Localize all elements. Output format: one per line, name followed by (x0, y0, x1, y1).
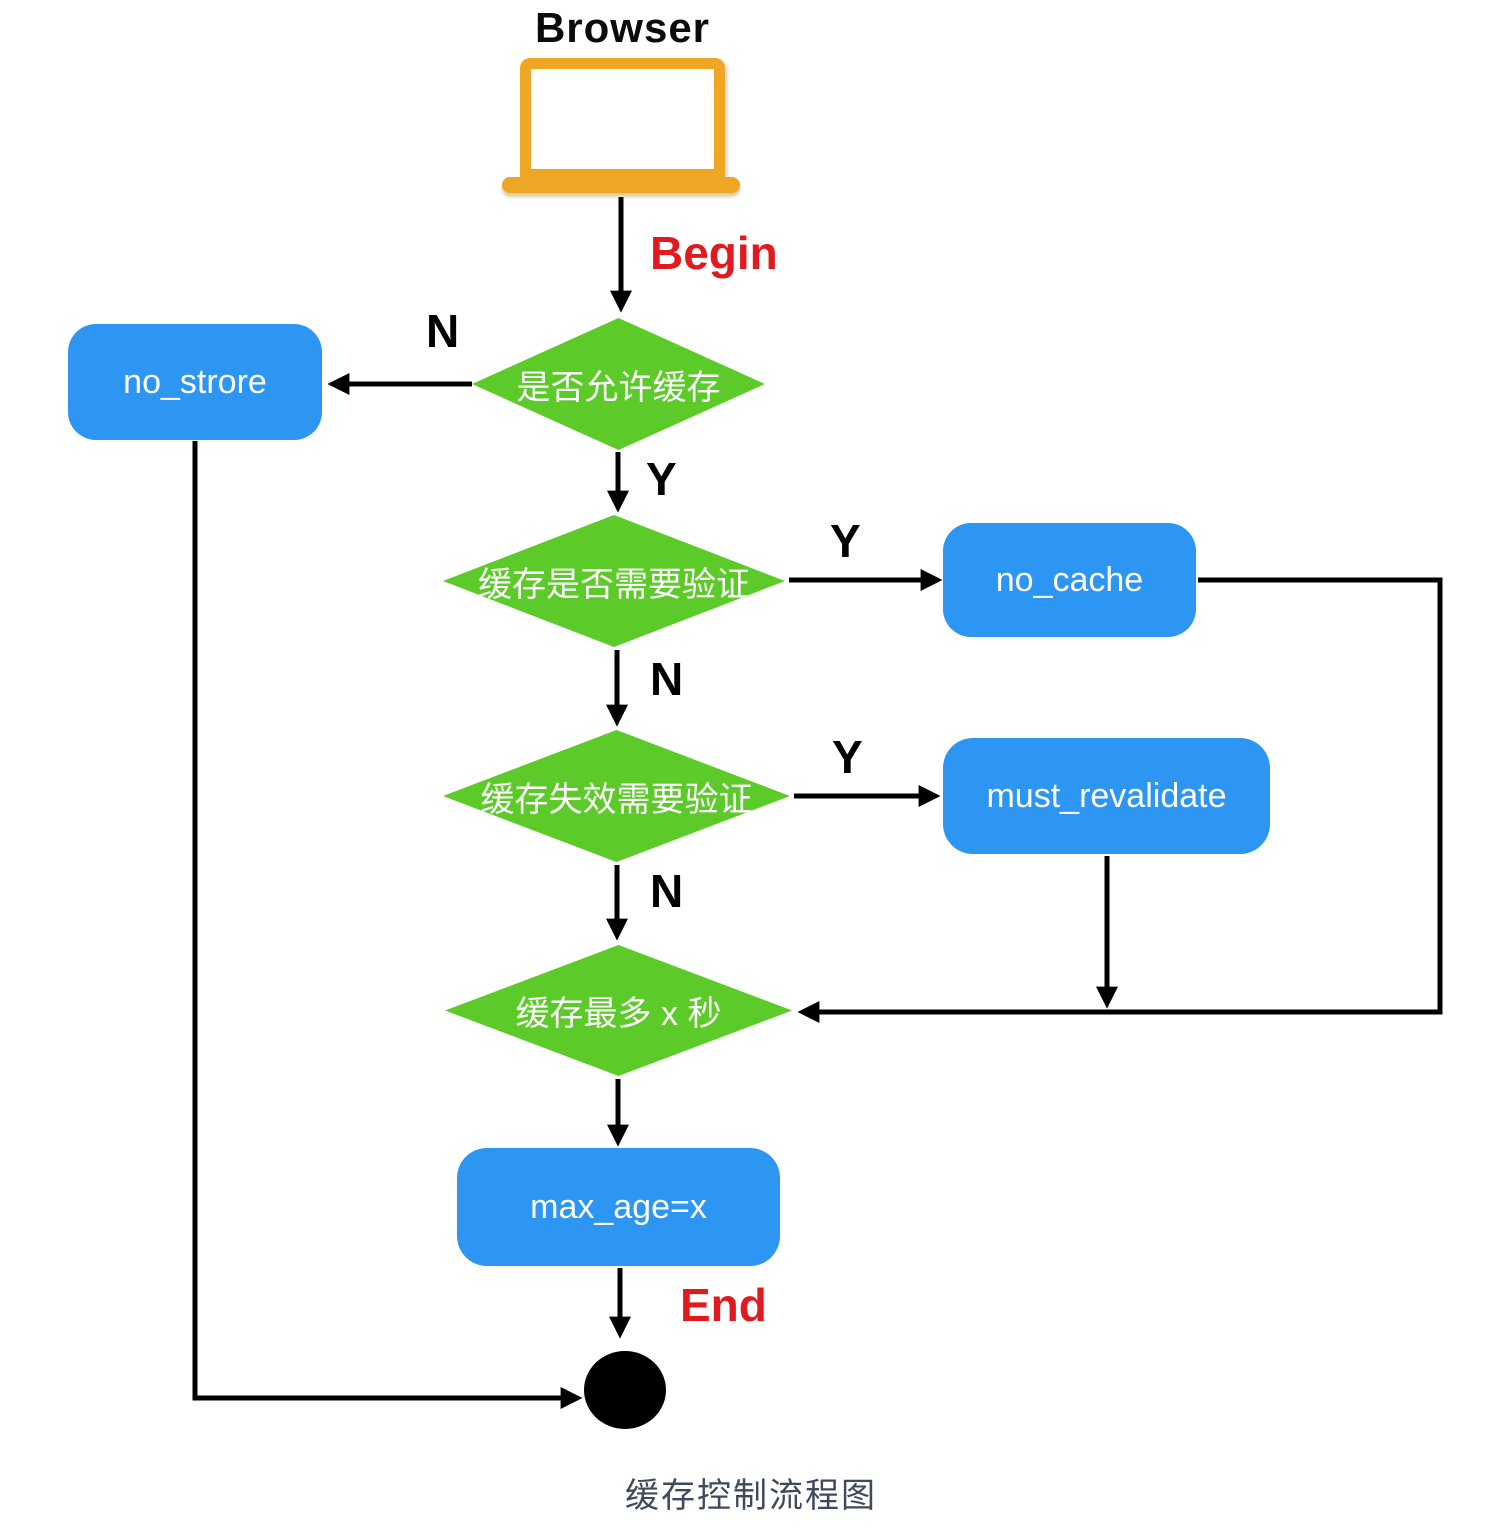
node-max-age-label: max_age=x (530, 1187, 707, 1226)
node-must-revalidate: must_revalidate (943, 738, 1270, 854)
branch-label-no-2: N (650, 653, 684, 705)
decision-allow-cache-label: 是否允许缓存 (516, 368, 721, 407)
node-no-cache: no_cache (943, 523, 1196, 637)
node-no-cache-label: no_cache (995, 560, 1144, 599)
decision-need-validation-label: 缓存是否需要验证 (478, 565, 750, 604)
laptop-icon (502, 52, 740, 194)
flowchart-caption: 缓存控制流程图 (625, 1477, 877, 1515)
begin-label: Begin (650, 227, 778, 279)
branch-label-yes-2: Y (830, 515, 861, 567)
edge-no-store-to-end (192, 441, 583, 1410)
node-no-store-label: no_strore (123, 362, 267, 401)
end-label: End (680, 1279, 767, 1331)
branch-label-no-3: N (650, 865, 684, 917)
node-max-age: max_age=x (457, 1148, 780, 1266)
branch-label-no-1: N (426, 305, 460, 357)
branch-label-yes-1: Y (646, 453, 677, 505)
node-no-store: no_strore (68, 324, 322, 440)
laptop-base (502, 177, 740, 193)
browser-title: Browser (534, 4, 711, 51)
branch-label-yes-3: Y (832, 731, 863, 783)
end-terminator-icon (584, 1351, 666, 1429)
decision-expired-validation-label: 缓存失效需要验证 (480, 780, 753, 819)
edge-no-cache-to-decision4 (797, 577, 1443, 1024)
node-must-revalidate-label: must_revalidate (986, 776, 1227, 815)
decision-max-seconds-label: 缓存最多 x 秒 (515, 995, 722, 1033)
laptop-screen (520, 58, 725, 180)
